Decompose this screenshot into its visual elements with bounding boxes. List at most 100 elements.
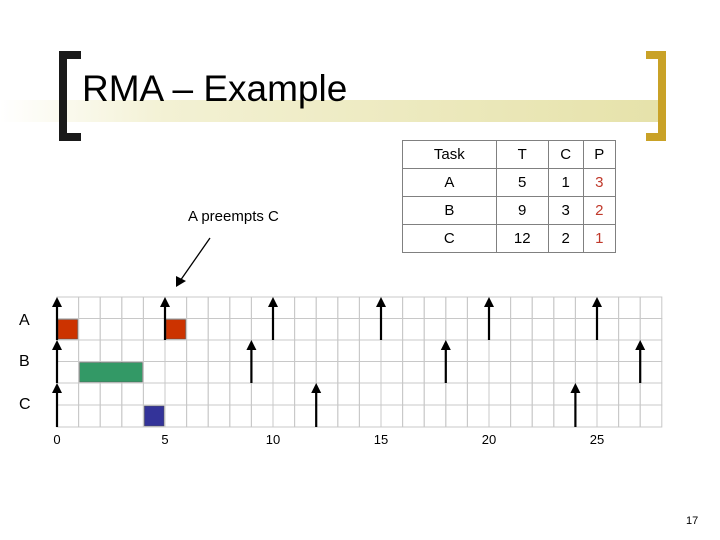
grid-cell: [380, 382, 404, 406]
grid-cell: [78, 339, 101, 362]
title-underline-bar: [0, 100, 660, 122]
cell-computation: 3: [547, 196, 584, 225]
grid-cell: [358, 339, 382, 362]
grid-cell: [56, 296, 80, 319]
grid-cell: [402, 296, 425, 319]
grid-cell: [272, 296, 296, 319]
grid-cell: [272, 382, 296, 406]
grid-cell: [423, 339, 447, 362]
grid-cell: [315, 318, 339, 341]
grid-cell: [423, 404, 447, 428]
release-arrow-a-head: [52, 297, 62, 307]
grid-cell: [186, 296, 209, 319]
cell-priority: 3: [582, 168, 617, 197]
annotation-pointer-arrow: [179, 237, 211, 282]
grid-cell: [186, 339, 209, 362]
grid-cell: [164, 382, 188, 406]
grid-cell: [164, 339, 188, 362]
grid-cell: [121, 296, 144, 319]
grid-cell: [596, 318, 620, 341]
release-arrow-b-head: [635, 340, 646, 350]
grid-cell: [574, 318, 598, 341]
grid-cell: [510, 361, 533, 384]
task-label-b: B: [19, 353, 30, 370]
grid-cell: [423, 318, 447, 341]
grid-cell: [315, 404, 339, 428]
grid-cell: [337, 361, 360, 384]
grid-cell: [445, 318, 468, 341]
grid-cell: [466, 361, 490, 384]
execution-block-a: [57, 319, 78, 340]
grid-cell: [423, 296, 447, 319]
grid-cell: [358, 296, 382, 319]
cell-computation: 2: [547, 224, 584, 253]
grid-cell: [99, 382, 123, 406]
grid-cell: [186, 318, 209, 341]
release-arrow-a-head: [376, 297, 386, 307]
release-arrow-c-head: [570, 383, 581, 393]
grid-cell: [207, 318, 231, 341]
grid-cell: [56, 382, 80, 406]
grid-cell: [574, 382, 598, 406]
grid-cell: [142, 361, 166, 384]
grid-cell: [510, 382, 533, 406]
title-left-bracket: [59, 51, 81, 141]
grid-cell: [294, 404, 317, 428]
grid-cell: [207, 361, 231, 384]
cell-task: C: [402, 224, 497, 253]
grid-cell: [445, 404, 468, 428]
release-arrow-a-head: [160, 297, 170, 307]
grid-cell: [596, 296, 620, 319]
grid-cell: [207, 382, 231, 406]
grid-cell: [337, 296, 360, 319]
grid-cell: [596, 339, 620, 362]
grid-cell: [250, 382, 274, 406]
grid-cell: [639, 382, 663, 406]
grid-cell: [618, 404, 641, 428]
grid-cell: [574, 296, 598, 319]
grid-cell: [574, 339, 598, 362]
grid-cell: [553, 361, 576, 384]
grid-cell: [207, 296, 231, 319]
grid-cell: [315, 361, 339, 384]
grid-cell: [531, 404, 555, 428]
grid-cell: [99, 404, 123, 428]
grid-cell: [272, 339, 296, 362]
grid-cell: [294, 318, 317, 341]
header-task: Task: [402, 140, 497, 169]
grid-cell: [99, 318, 123, 341]
grid-cell: [466, 404, 490, 428]
grid-cell: [553, 296, 576, 319]
grid-cell: [380, 404, 404, 428]
tick-label: 5: [161, 432, 168, 447]
grid-cell: [488, 339, 512, 362]
grid-cell: [164, 404, 188, 428]
grid-cell: [358, 361, 382, 384]
grid-cell: [229, 339, 252, 362]
grid-cell: [380, 361, 404, 384]
release-arrow-c-head: [311, 383, 322, 393]
grid-cell: [596, 361, 620, 384]
grid-cell: [596, 382, 620, 406]
release-arrow-a-head: [484, 297, 494, 307]
grid-cell: [553, 404, 576, 428]
grid-cell: [423, 361, 447, 384]
grid-cell: [618, 318, 641, 341]
grid-cell: [142, 318, 166, 341]
grid-cell: [553, 318, 576, 341]
page-number: 17: [686, 515, 699, 527]
grid-cell: [402, 361, 425, 384]
grid-cell: [315, 296, 339, 319]
grid-cell: [488, 361, 512, 384]
grid-cell: [121, 339, 144, 362]
grid-cell: [250, 296, 274, 319]
task-label-a: A: [19, 312, 30, 329]
tick-label: 20: [482, 432, 496, 447]
grid-cell: [315, 339, 339, 362]
grid-cell: [272, 404, 296, 428]
grid-cell: [531, 361, 555, 384]
grid-cell: [250, 318, 274, 341]
grid-cell: [488, 382, 512, 406]
grid-cell: [358, 382, 382, 406]
